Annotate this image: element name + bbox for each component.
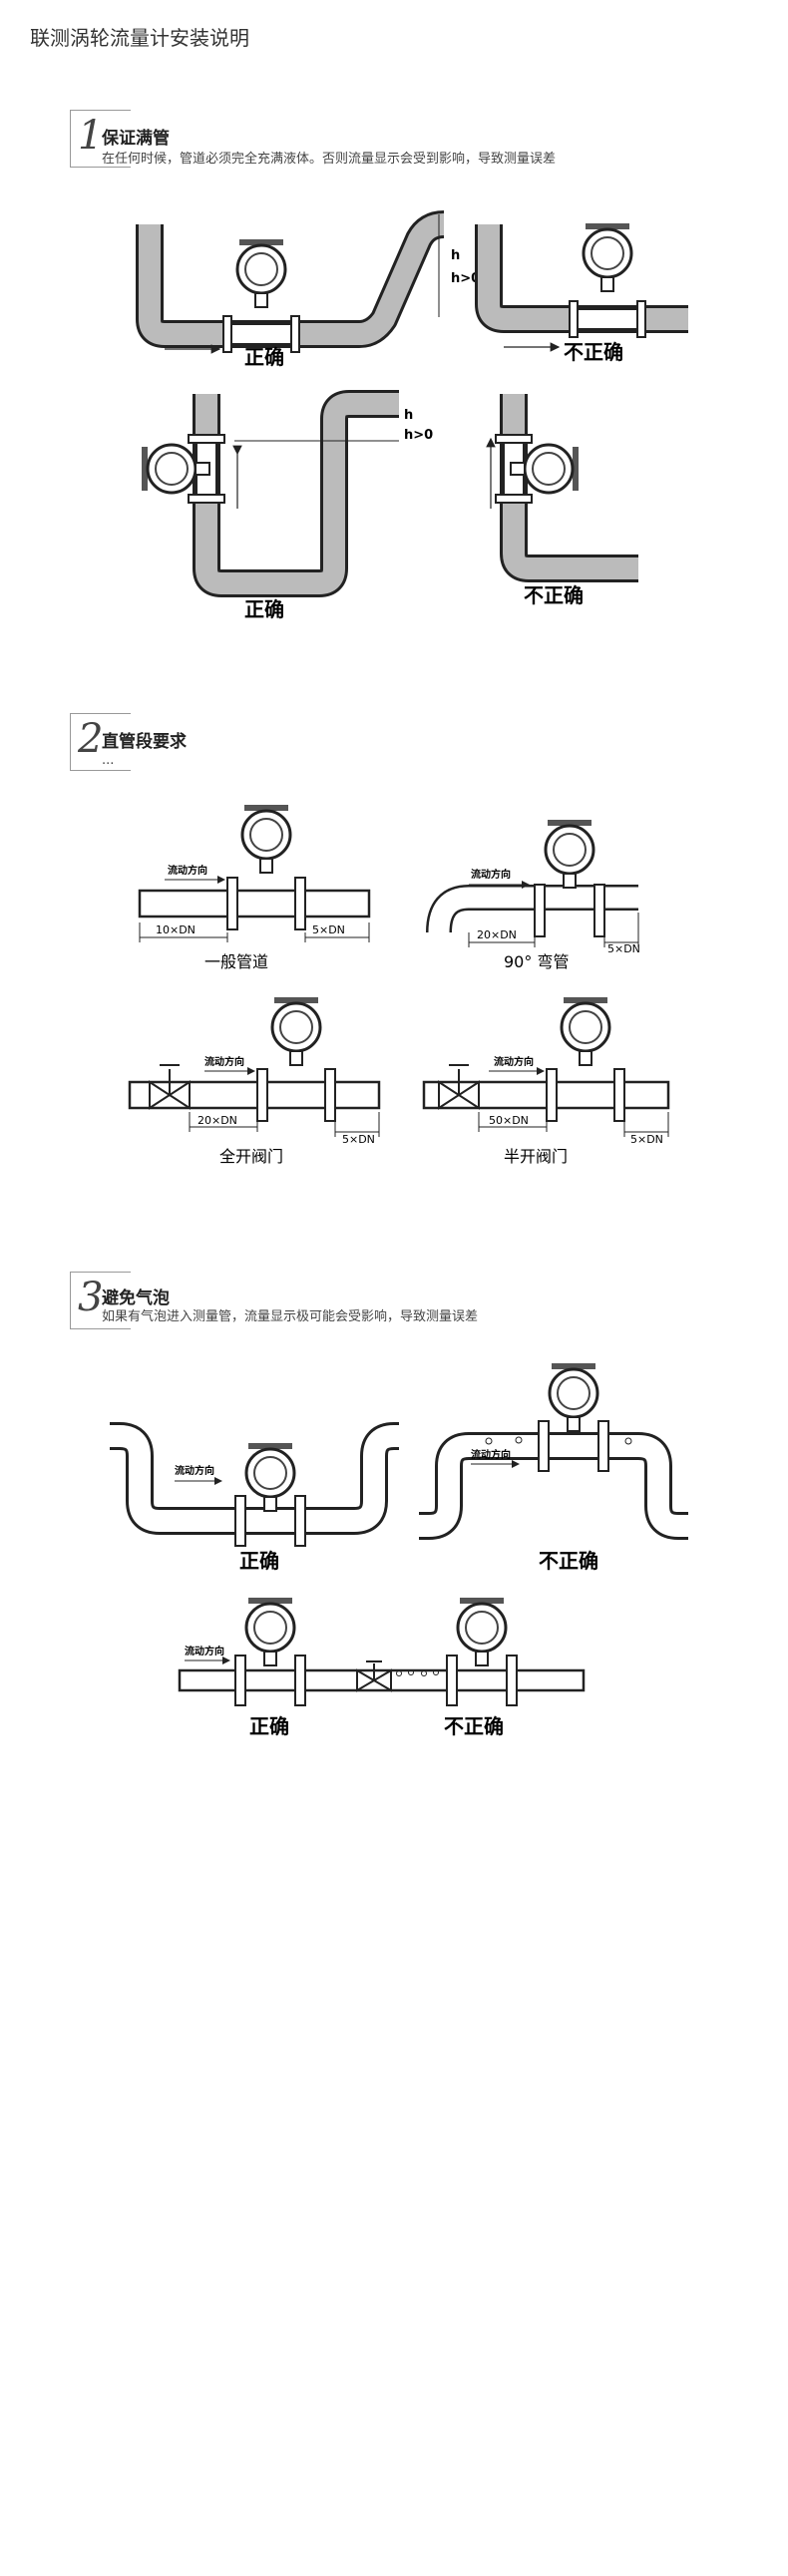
full-pipe-diagrams: h h>0 正确 不正确 h h>0 正确 不正确 (136, 210, 688, 621)
label-flow-direction: 流动方向 (204, 1055, 244, 1068)
diagram-90-elbow: 流动方向 20×DN 5×DN 90° 弯管 (426, 818, 640, 971)
label-downstream-length: 5×DN (342, 1133, 375, 1146)
straight-pipe-diagrams: 流动方向 10×DN 5×DN 一般管道 流动方向 20×DN 5×DN 90°… (128, 803, 670, 1166)
label-flow-direction: 流动方向 (471, 868, 511, 881)
label-flow-direction: 流动方向 (175, 1464, 214, 1477)
label-upstream-length: 20×DN (197, 1114, 237, 1127)
label-flow-direction: 流动方向 (168, 864, 207, 877)
section-badge: 2 (70, 713, 134, 771)
label-downstream-length: 5×DN (312, 923, 345, 936)
label-incorrect: 不正确 (524, 583, 584, 607)
label-correct: 正确 (244, 345, 284, 369)
diagram-4-incorrect: 不正确 (486, 394, 638, 607)
label-h-gt-zero: h>0 (404, 428, 433, 443)
diagram-bubble-3-4: 流动方向 正确 不正确 (178, 1596, 586, 1738)
label-upstream-length: 20×DN (477, 928, 517, 941)
diagram-2-incorrect: 不正确 (475, 221, 688, 364)
label-incorrect: 不正确 (444, 1714, 504, 1738)
section-badge: 3 (70, 1272, 134, 1329)
caption-general-pipe: 一般管道 (204, 952, 268, 971)
diagram-full-open-valve: 流动方向 20×DN 5×DN 全开阀门 (128, 995, 381, 1166)
diagram-bubble-1-correct: 流动方向 正确 (110, 1422, 399, 1573)
caption-90-elbow: 90° 弯管 (504, 952, 569, 971)
page-title: 联测涡轮流量计安装说明 (30, 26, 249, 50)
section-description: ... (102, 753, 115, 768)
section-title: 保证满管 (102, 129, 170, 149)
section-number: 1 (78, 113, 104, 159)
diagram-bubble-2-incorrect: 流动方向 不正确 (419, 1361, 688, 1573)
diagram-general-pipe: 流动方向 10×DN 5×DN 一般管道 (138, 803, 371, 971)
section-description: 如果有气泡进入测量管，流量显示极可能会受影响，导致测量误差 (102, 1309, 479, 1324)
label-upstream-length: 50×DN (489, 1114, 529, 1127)
section-number: 3 (78, 1275, 104, 1320)
caption-full-open-valve: 全开阀门 (219, 1147, 283, 1166)
diagram-half-open-valve: 流动方向 50×DN 5×DN 半开阀门 (422, 995, 670, 1166)
caption-half-open-valve: 半开阀门 (504, 1147, 568, 1166)
label-flow-direction: 流动方向 (185, 1645, 224, 1657)
label-h: h (451, 248, 460, 263)
section-title: 避免气泡 (102, 1288, 170, 1308)
label-h: h (404, 408, 413, 423)
section-description: 在任何时候，管道必须完全充满液体。否则流量显示会受到影响，导致测量误差 (102, 152, 557, 167)
label-flow-direction: 流动方向 (494, 1055, 534, 1068)
section-badge: 1 (70, 110, 134, 168)
section-number: 2 (78, 716, 104, 762)
label-incorrect: 不正确 (564, 340, 623, 364)
label-correct: 正确 (249, 1714, 289, 1738)
diagram-3-correct: h h>0 正确 (140, 390, 433, 621)
label-flow-direction: 流动方向 (471, 1448, 511, 1461)
label-correct: 正确 (239, 1549, 279, 1573)
label-upstream-length: 10×DN (156, 923, 196, 936)
label-incorrect: 不正确 (539, 1549, 598, 1573)
avoid-bubbles-diagrams: 流动方向 正确 流动方向 不正确 流动方向 正确 不正确 (110, 1361, 688, 1738)
label-downstream-length: 5×DN (607, 942, 640, 955)
label-correct: 正确 (244, 597, 284, 621)
section-title: 直管段要求 (102, 732, 187, 752)
label-downstream-length: 5×DN (630, 1133, 663, 1146)
diagram-1-correct: h h>0 正确 (136, 210, 480, 369)
label-h-gt-zero: h>0 (451, 271, 480, 286)
